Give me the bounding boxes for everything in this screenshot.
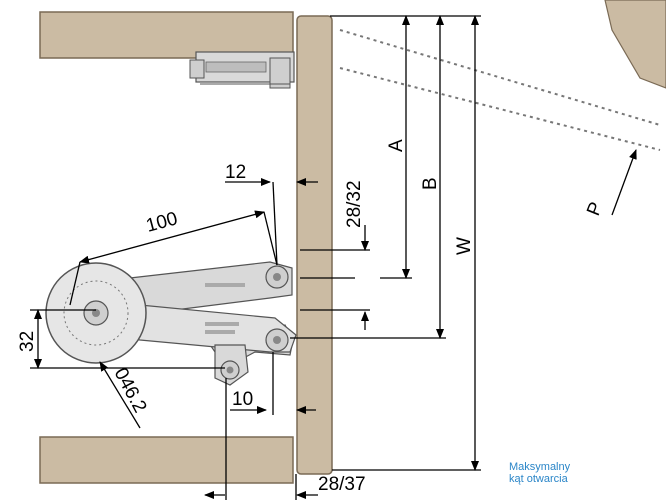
dim-label-P: P [583, 199, 607, 219]
dim-label-28-37: 28/37 [318, 474, 366, 495]
front-door-panel [296, 15, 333, 475]
top-bracket [189, 51, 295, 89]
dim-label-28-32: 28/32 [344, 180, 365, 228]
dimension-lines [30, 15, 637, 500]
dim-label-32: 32 [17, 331, 38, 352]
dim-label-100: 100 [144, 208, 180, 236]
dim-label-B: B [420, 177, 441, 190]
dim-label-10: 10 [232, 389, 253, 410]
dim-label-A: A [386, 139, 407, 152]
dim-label-046-2: 046.2 [110, 364, 151, 416]
dim-label-W: W [454, 237, 475, 255]
opening-line-upper [339, 29, 661, 126]
cabinet-bottom-panel [39, 436, 294, 484]
hinge-mechanism [45, 261, 297, 386]
dim-label-12: 12 [225, 162, 246, 183]
opening-line-lower [339, 67, 661, 151]
max-opening-angle-note: Maksymalny kąt otwarcia [509, 461, 570, 485]
corner-fragment [604, 0, 666, 89]
note-line-1: Maksymalny [509, 461, 571, 473]
note-line-2: kąt otwarcia [509, 473, 568, 485]
cabinet-top-panel [39, 11, 294, 59]
